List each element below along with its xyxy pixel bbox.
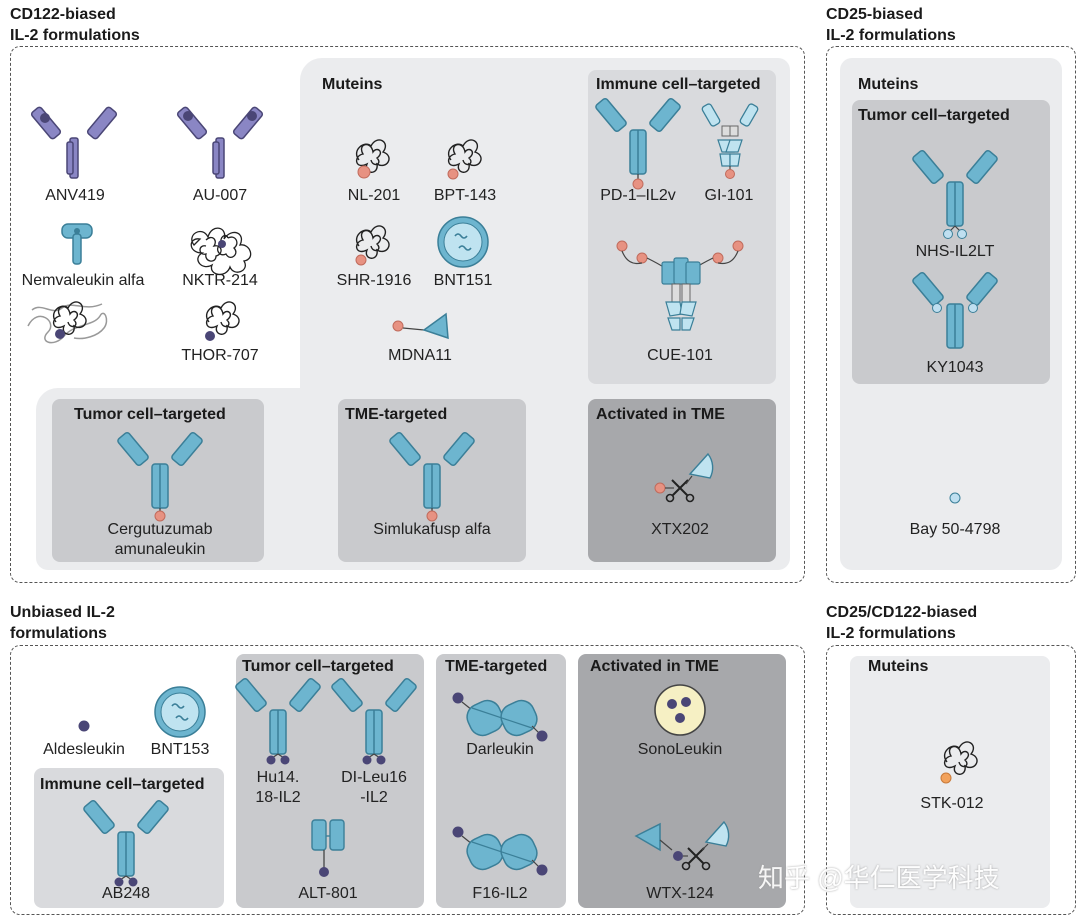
label-simlukafusp: Simlukafusp alfa (373, 521, 491, 538)
diabody-fusion-icon (452, 826, 548, 876)
label-hu14-line1: Hu14. (256, 769, 300, 786)
label-nhs-il2lt: NHS-IL2LT (915, 243, 995, 260)
antibody-icon (910, 148, 1000, 239)
scissors-icon (634, 820, 730, 871)
antibody-icon (329, 676, 419, 765)
nanoparticle-icon (154, 686, 206, 738)
panel-title-cd122-activated: Activated in TME (596, 406, 725, 423)
group-cd25 (826, 46, 1076, 583)
label-cergutuzumab-line1: Cergutuzumab (107, 521, 213, 538)
panel-title-unb-activated: Activated in TME (590, 658, 719, 675)
antibody-icon (233, 676, 323, 765)
label-nl201: NL-201 (347, 187, 401, 204)
label-bnt153: BNT153 (150, 741, 210, 758)
antibody-icon (593, 96, 683, 190)
label-bay50: Bay 50-4798 (909, 521, 1001, 538)
label-cue101: CUE-101 (647, 347, 713, 364)
label-wtx124: WTX-124 (646, 885, 714, 902)
diabody-fusion-icon (452, 692, 548, 742)
label-alt801: ALT-801 (298, 885, 358, 902)
panel-title-unb-tme: TME-targeted (445, 658, 548, 675)
label-mdna11: MDNA11 (388, 347, 452, 364)
label-pd1il2v: PD-1–IL2v (600, 187, 676, 204)
panel-cd122-activated (588, 399, 776, 562)
antibody-icon (29, 105, 119, 179)
label-nemvaleukin: Nemvaleukin alfa (21, 272, 145, 289)
fc-fusion-icon (701, 103, 759, 179)
panel-title-cd122-immune: Immune cell–targeted (596, 76, 761, 93)
label-aldesleukin: Aldesleukin (43, 741, 125, 758)
label-xtx202: XTX202 (651, 521, 709, 538)
label-bpt143: BPT-143 (433, 187, 497, 204)
protein-coil-icon (447, 139, 482, 180)
label-dileu-line2: -IL2 (360, 789, 388, 806)
pmhc-fusion-icon (616, 240, 744, 331)
panel-title-cd122-tumor: Tumor cell–targeted (74, 406, 226, 423)
panel-title-both-muteins: Muteins (868, 658, 929, 675)
label-nktr214: NKTR-214 (182, 272, 258, 289)
protein-coil-icon (355, 139, 390, 179)
scissors-icon (654, 452, 714, 503)
label-ky1043: KY1043 (926, 359, 984, 376)
panel-title-cd25-muteins: Muteins (858, 76, 919, 93)
protein-dot-icon (78, 720, 90, 732)
panel-title-cd122-muteins: Muteins (322, 76, 383, 93)
fusion-protein-icon (61, 223, 93, 265)
antibody-icon (910, 270, 1000, 349)
section-title-cd122: CD122-biased IL-2 formulations (10, 6, 140, 44)
label-f16il2: F16-IL2 (472, 885, 528, 902)
antibody-icon (115, 430, 205, 522)
label-darleukin: Darleukin (466, 741, 534, 758)
label-ab248: AB248 (101, 885, 151, 902)
group-cd25cd122 (826, 645, 1076, 915)
label-sonoleukin: SonoLeukin (637, 741, 723, 758)
label-anv419: ANV419 (45, 187, 105, 204)
antibody-icon (175, 105, 265, 179)
label-gi101: GI-101 (704, 187, 754, 204)
tcr-fusion-icon (311, 819, 345, 877)
panel-title-cd25-tumor: Tumor cell–targeted (858, 107, 1010, 124)
protein-coil-icon (205, 301, 240, 341)
microbubble-icon (654, 684, 706, 736)
label-thor707: THOR-707 (181, 347, 259, 364)
nanoparticle-icon (437, 216, 489, 268)
label-cergutuzumab-line2: amunaleukin (114, 541, 206, 558)
label-bnt151: BNT151 (433, 272, 493, 289)
protein-dot-icon (949, 492, 961, 504)
panel-title-unb-immune: Immune cell–targeted (40, 776, 205, 793)
section-title-cd25cd122: CD25/CD122-biased IL-2 formulations (826, 604, 978, 642)
albumin-fusion-icon (392, 312, 449, 340)
group-cd122 (10, 46, 805, 583)
panel-title-cd122-tme: TME-targeted (345, 406, 448, 423)
label-shr1916: SHR-1916 (336, 272, 412, 289)
label-au007: AU-007 (192, 187, 248, 204)
antibody-icon (81, 798, 171, 887)
pegylated-protein-icon (190, 227, 252, 275)
panel-both-muteins (850, 656, 1050, 908)
panel-title-unb-tumor: Tumor cell–targeted (242, 658, 394, 675)
protein-coil-icon (355, 225, 390, 266)
protein-coil-icon (940, 741, 978, 784)
antibody-icon (387, 430, 477, 522)
group-unbiased (10, 645, 805, 915)
label-hu14-line2: 18-IL2 (255, 789, 301, 806)
pegylated-coil-icon (27, 301, 108, 344)
watermark: 知乎 @华仁医学科技 (758, 863, 1000, 893)
label-dileu-line1: DI-Leu16 (341, 769, 407, 786)
label-stk012: STK-012 (920, 795, 984, 812)
section-title-cd25: CD25-biased IL-2 formulations (826, 6, 956, 44)
section-title-unbiased: Unbiased IL-2 formulations (10, 604, 115, 642)
